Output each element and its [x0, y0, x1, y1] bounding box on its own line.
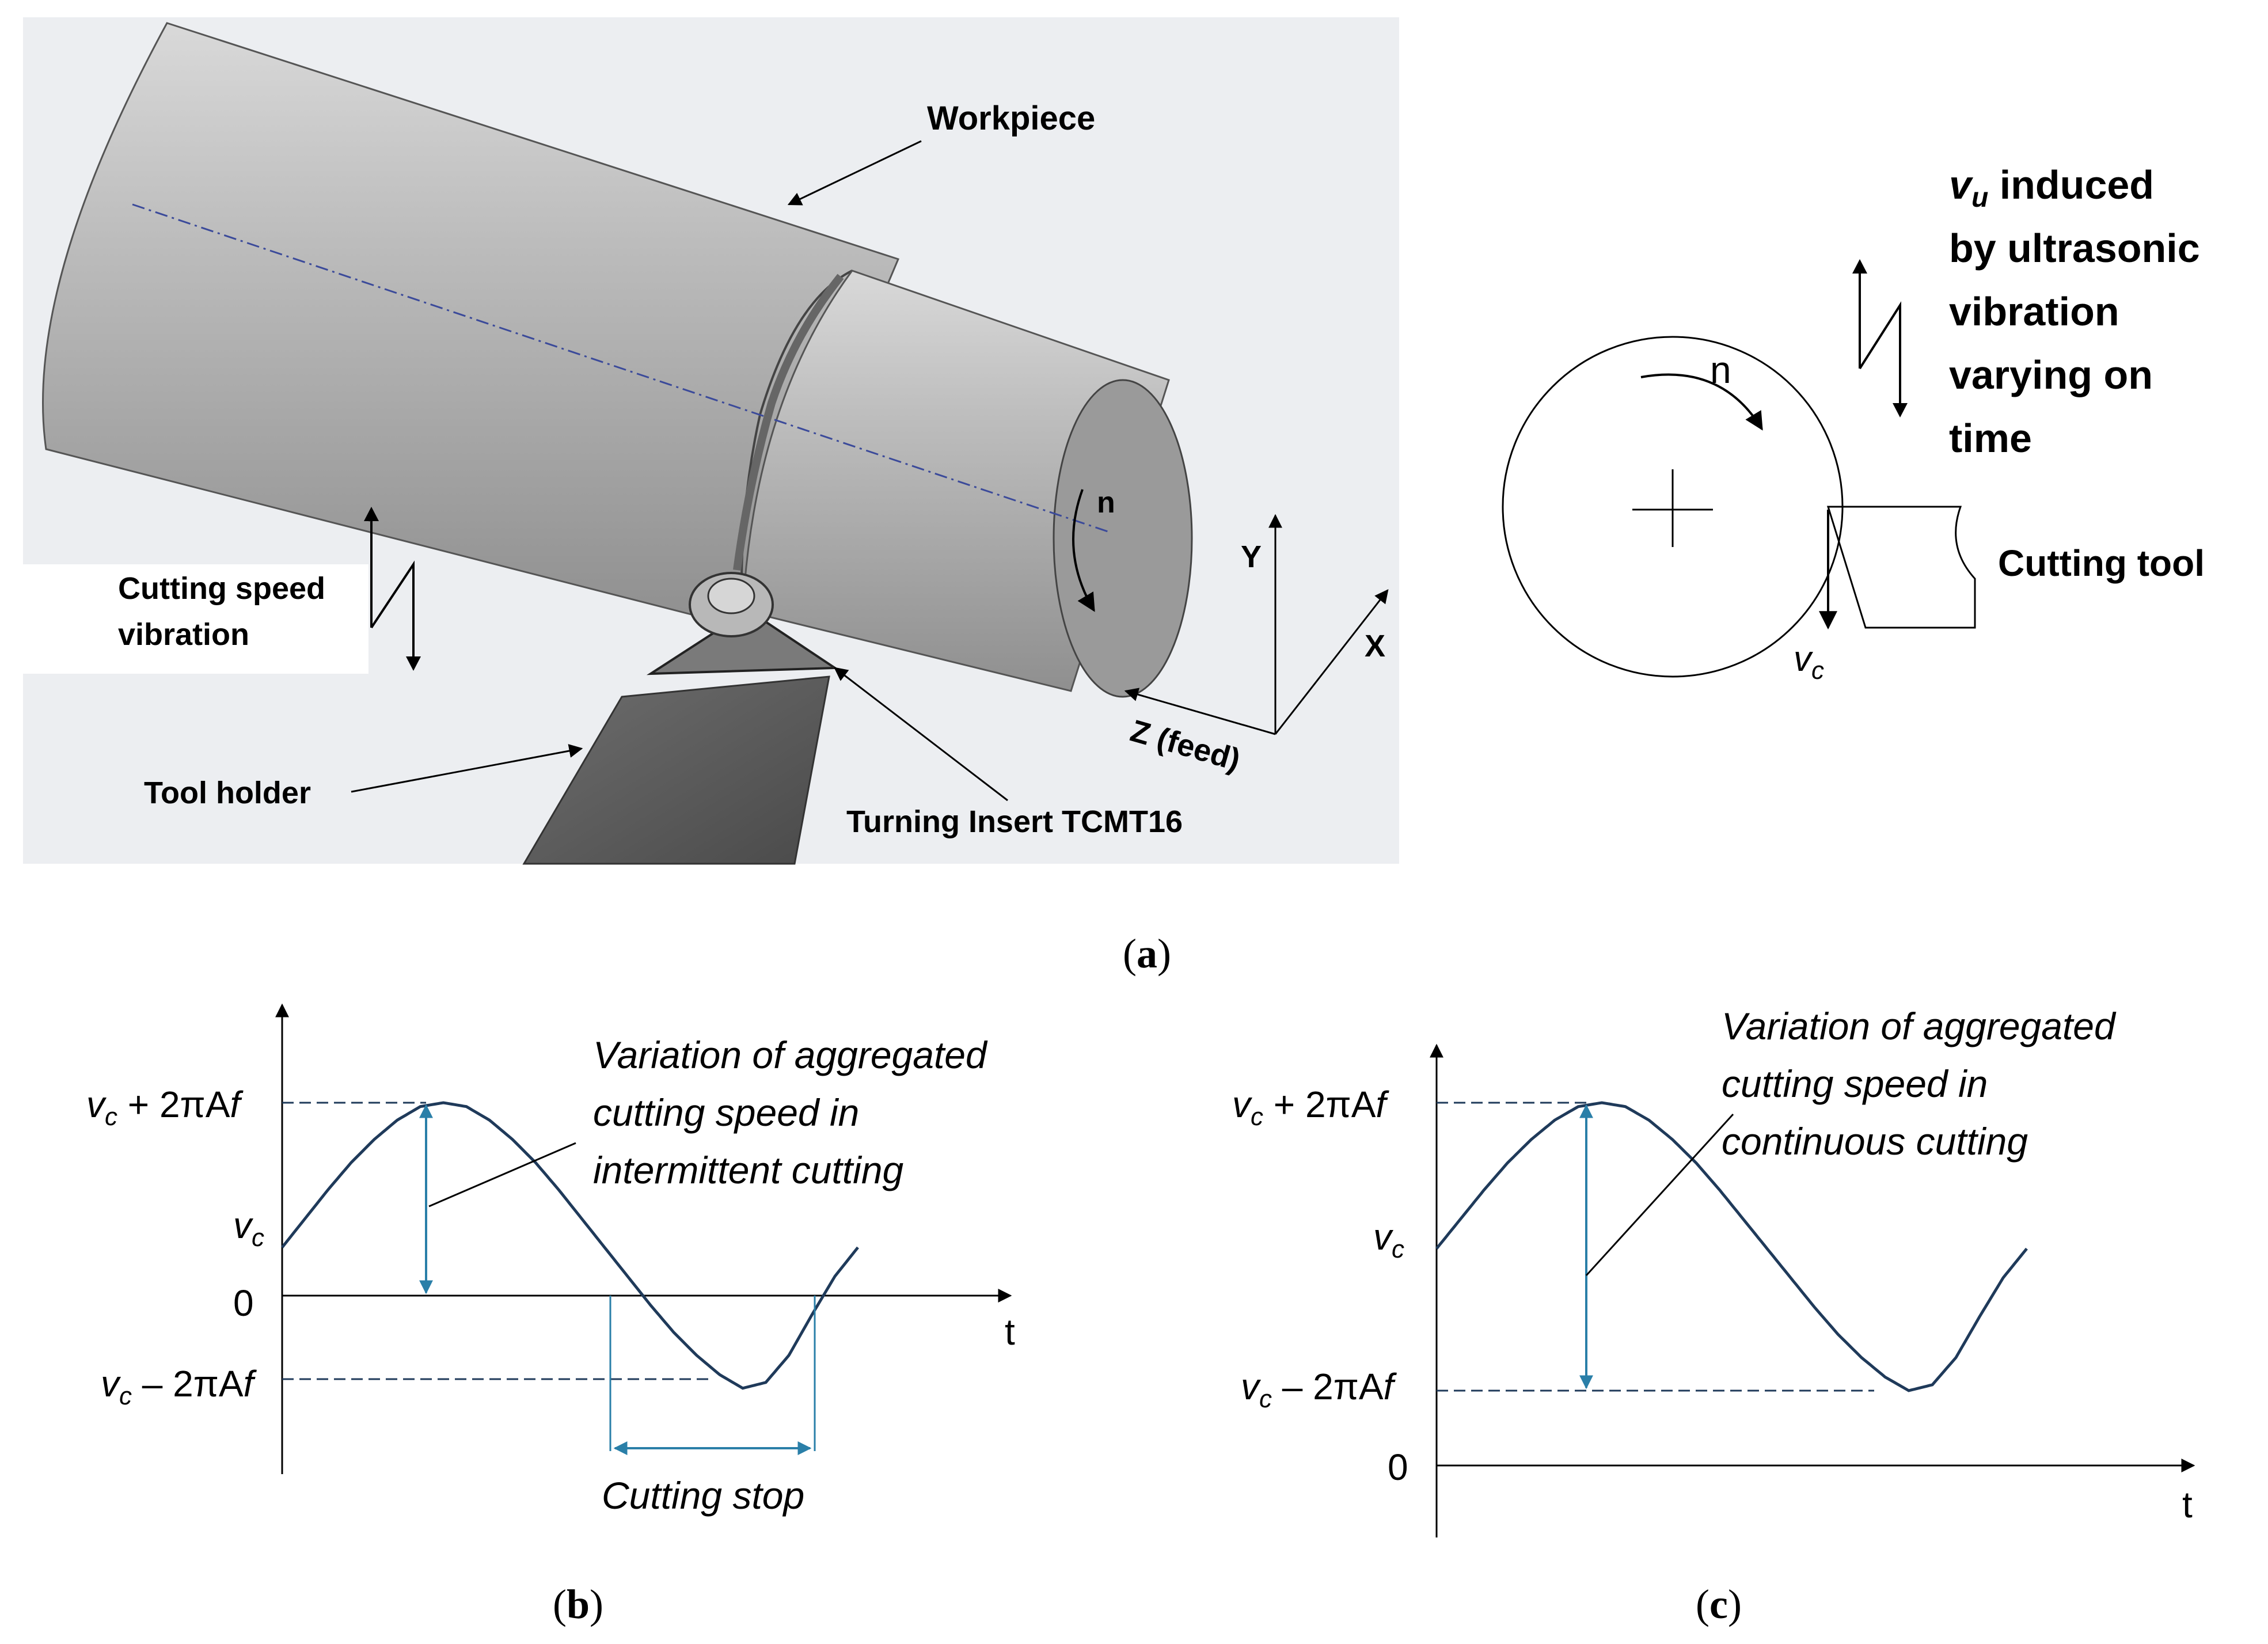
- vibration-label-1: Cutting speed: [118, 571, 325, 606]
- chart-b-x-label: t: [1005, 1311, 1015, 1353]
- chart-b-annotation-2: cutting speed in: [593, 1091, 859, 1134]
- chart-b-label-top: vc + 2πAf: [86, 1084, 244, 1131]
- vu-label-line4: varying on: [1949, 352, 2153, 397]
- cutting-tool-label: Cutting tool: [1998, 542, 2205, 584]
- chart-c-annotation-3: continuous cutting: [1722, 1120, 2028, 1163]
- tool-holder: [522, 675, 830, 865]
- vu-vibration-symbol: [1859, 265, 1901, 415]
- chart-c-annotation-1: Variation of aggregated: [1722, 1005, 2117, 1047]
- tool-holder-label: Tool holder: [144, 776, 311, 810]
- chart-b-curve: [281, 1101, 859, 1390]
- chart-b-label-zero: 0: [233, 1282, 254, 1324]
- centerline: [132, 203, 1112, 534]
- chart-c-label-bottom: vc – 2πAf: [1241, 1366, 1397, 1413]
- axis-y-label: Y: [1241, 540, 1262, 574]
- chart-c-x-label: t: [2182, 1484, 2193, 1525]
- turning-insert-leader: [834, 667, 1008, 802]
- workpiece-leader: [787, 140, 922, 206]
- vu-label-line1: vu induced: [1949, 162, 2154, 213]
- vu-label-line2: by ultrasonic: [1949, 226, 2200, 271]
- large-cylinder: [41, 22, 900, 629]
- caption-a: (a): [1123, 931, 1171, 977]
- chart-c-label-top: vc + 2πAf: [1232, 1084, 1389, 1131]
- chart-b-annotation-leader: [428, 1142, 576, 1208]
- chart-b: vc + 2πAf vc 0 vc – 2πAf t Variation of …: [86, 1003, 1015, 1517]
- turning-insert: [646, 609, 839, 675]
- axis-z: [1124, 688, 1276, 735]
- chart-b-annotation-1: Variation of aggregated: [593, 1034, 988, 1076]
- vu-arrow-down: [1893, 403, 1908, 417]
- insert-screw-head: [707, 578, 755, 614]
- turning-insert-label: Turning Insert TCMT16: [846, 804, 1183, 839]
- vibration-label-2: vibration: [118, 617, 249, 652]
- chart-b-annotation-3: intermittent cutting: [593, 1149, 904, 1191]
- axis-x: [1274, 589, 1389, 735]
- vu-label-line3: vibration: [1949, 289, 2119, 334]
- tool-holder-leader: [351, 744, 583, 793]
- chart-b-label-bottom: vc – 2πAf: [101, 1363, 257, 1410]
- axis-x-label: X: [1365, 629, 1385, 663]
- chip: [733, 274, 844, 571]
- vibration-label-backdrop: [23, 564, 368, 674]
- caption-b: (b): [553, 1581, 603, 1627]
- rotation-n-label: n: [1097, 486, 1115, 519]
- vu-line1-rest: induced: [1988, 162, 2154, 207]
- cutting-tool-shape: [1826, 506, 1976, 629]
- vu-symbol: v: [1949, 162, 1974, 207]
- workpiece-label: Workpiece: [927, 100, 1095, 137]
- schematic-n-label: n: [1710, 348, 1731, 391]
- schematic-rotation-arrow: [1640, 373, 1763, 431]
- chart-b-cutting-stop: Cutting stop: [602, 1474, 804, 1517]
- chart-c-annotation-2: cutting speed in: [1722, 1062, 1988, 1105]
- caption-c: (c): [1696, 1581, 1742, 1627]
- chart-c-label-mid: vc: [1373, 1216, 1404, 1263]
- vu-label-line5: time: [1949, 416, 2032, 461]
- rotation-arrow: [1072, 489, 1095, 612]
- chart-c-annotation-leader: [1585, 1113, 1734, 1277]
- schematic-vc-label: vc: [1794, 639, 1824, 685]
- end-face: [1053, 379, 1193, 698]
- vibration-arrow-down: [406, 656, 421, 671]
- chart-b-label-mid: vc: [233, 1205, 264, 1252]
- chart-c: vc + 2πAf vc 0 vc – 2πAf t Variation of …: [1232, 1005, 2195, 1537]
- schematic-vc-subscript: c: [1811, 656, 1824, 685]
- workpiece-render: n Workpiece Cutting speed vibration Tool…: [23, 17, 1399, 865]
- vibration-arrow-up: [364, 507, 379, 521]
- vu-arrow-up: [1852, 259, 1867, 274]
- vu-subscript: u: [1971, 183, 1988, 213]
- chart-c-label-zero: 0: [1388, 1446, 1408, 1488]
- chart-c-curve: [1435, 1101, 2028, 1392]
- schematic-vc-symbol: v: [1794, 639, 1813, 679]
- cutting-schematic: n vc Cutting tool vu induced by ultrason…: [1502, 162, 2205, 685]
